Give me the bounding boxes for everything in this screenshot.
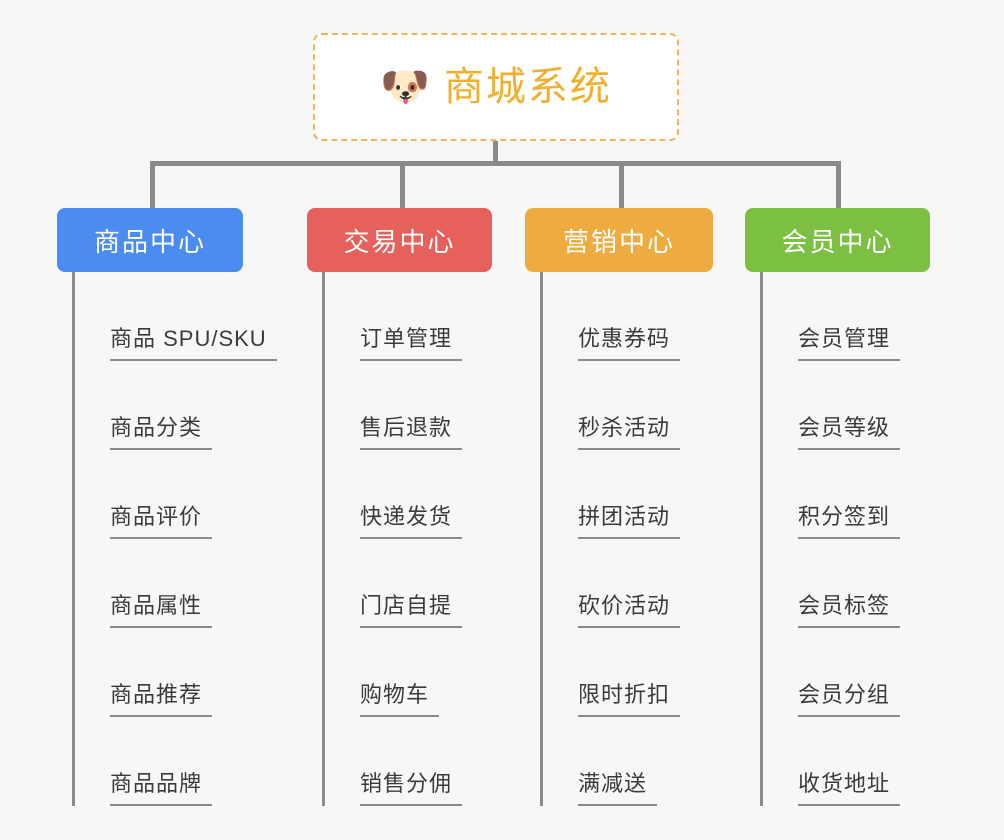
- list-item[interactable]: 满减送: [543, 717, 805, 806]
- root-node[interactable]: 🐶 商城系统: [313, 33, 679, 141]
- leaf-label: 订单管理: [360, 321, 463, 361]
- branch-header-member-center[interactable]: 会员中心: [745, 208, 930, 272]
- leaf-label: 门店自提: [360, 588, 463, 628]
- root-node-label: 商城系统: [443, 65, 612, 109]
- shiba-dog-icon: 🐶: [380, 65, 430, 109]
- list-item[interactable]: 会员分组: [763, 628, 1004, 717]
- list-item[interactable]: 购物车: [325, 628, 587, 717]
- list-item[interactable]: 售后退款: [325, 361, 587, 450]
- list-item[interactable]: 订单管理: [325, 272, 587, 361]
- branch-header-trade-center[interactable]: 交易中心: [307, 208, 492, 272]
- leaf-label: 会员标签: [798, 588, 901, 628]
- connector-horizontal-bus: [150, 161, 841, 166]
- leaf-label: 商品分类: [110, 410, 213, 450]
- list-item[interactable]: 商品推荐: [75, 628, 357, 717]
- leaf-label: 商品推荐: [110, 677, 213, 717]
- branch-header-marketing-center[interactable]: 营销中心: [525, 208, 713, 272]
- list-item[interactable]: 秒杀活动: [543, 361, 805, 450]
- leaf-list-product-center: 商品 SPU/SKU 商品分类 商品评价 商品属性 商品推荐 商品品牌: [72, 272, 357, 806]
- branch-header-label: 营销中心: [562, 226, 675, 257]
- connector-drop-branch-4: [836, 161, 841, 208]
- list-item[interactable]: 优惠券码: [543, 272, 805, 361]
- list-item[interactable]: 商品属性: [75, 539, 357, 628]
- leaf-label: 商品属性: [110, 588, 213, 628]
- leaf-label: 限时折扣: [578, 677, 681, 717]
- leaf-label: 砍价活动: [578, 588, 681, 628]
- leaf-label: 满减送: [578, 766, 658, 806]
- list-item[interactable]: 积分签到: [763, 450, 1004, 539]
- leaf-list-marketing-center: 优惠券码 秒杀活动 拼团活动 砍价活动 限时折扣 满减送: [540, 272, 805, 806]
- list-item[interactable]: 商品 SPU/SKU: [75, 272, 357, 361]
- leaf-label: 拼团活动: [578, 499, 681, 539]
- leaf-label: 快递发货: [360, 499, 463, 539]
- list-item[interactable]: 门店自提: [325, 539, 587, 628]
- leaf-label: 会员分组: [798, 677, 901, 717]
- branch-header-product-center[interactable]: 商品中心: [57, 208, 243, 272]
- list-item[interactable]: 快递发货: [325, 450, 587, 539]
- list-item[interactable]: 商品分类: [75, 361, 357, 450]
- list-item[interactable]: 销售分佣: [325, 717, 587, 806]
- branch-header-label: 交易中心: [343, 226, 456, 257]
- list-item[interactable]: 商品评价: [75, 450, 357, 539]
- connector-drop-branch-3: [619, 161, 624, 208]
- leaf-label: 优惠券码: [578, 321, 681, 361]
- leaf-label: 秒杀活动: [578, 410, 681, 450]
- leaf-label: 收货地址: [798, 766, 901, 806]
- connector-drop-branch-2: [400, 161, 405, 208]
- branch-header-label: 商品中心: [93, 226, 206, 257]
- connector-drop-branch-1: [150, 161, 155, 208]
- list-item[interactable]: 会员标签: [763, 539, 1004, 628]
- list-item[interactable]: 会员管理: [763, 272, 1004, 361]
- leaf-label: 售后退款: [360, 410, 463, 450]
- branch-trade-center: 交易中心 订单管理 售后退款 快递发货 门店自提 购物车 销售分佣: [307, 208, 587, 806]
- leaf-label: 商品评价: [110, 499, 213, 539]
- list-item[interactable]: 收货地址: [763, 717, 1004, 806]
- leaf-label: 商品品牌: [110, 766, 213, 806]
- leaf-label: 销售分佣: [360, 766, 463, 806]
- leaf-label: 购物车: [360, 677, 440, 717]
- list-item[interactable]: 限时折扣: [543, 628, 805, 717]
- branch-header-label: 会员中心: [781, 226, 894, 257]
- list-item[interactable]: 砍价活动: [543, 539, 805, 628]
- branch-product-center: 商品中心 商品 SPU/SKU 商品分类 商品评价 商品属性 商品推荐 商品品牌: [57, 208, 357, 806]
- leaf-label: 积分签到: [798, 499, 901, 539]
- list-item[interactable]: 拼团活动: [543, 450, 805, 539]
- leaf-list-trade-center: 订单管理 售后退款 快递发货 门店自提 购物车 销售分佣: [322, 272, 587, 806]
- list-item[interactable]: 商品品牌: [75, 717, 357, 806]
- leaf-label: 会员等级: [798, 410, 901, 450]
- branch-member-center: 会员中心 会员管理 会员等级 积分签到 会员标签 会员分组 收货地址: [745, 208, 1004, 806]
- leaf-list-member-center: 会员管理 会员等级 积分签到 会员标签 会员分组 收货地址: [760, 272, 1004, 806]
- leaf-label: 商品 SPU/SKU: [110, 321, 277, 361]
- branch-marketing-center: 营销中心 优惠券码 秒杀活动 拼团活动 砍价活动 限时折扣 满减送: [525, 208, 805, 806]
- leaf-label: 会员管理: [798, 321, 901, 361]
- connector-root-stem: [493, 141, 498, 165]
- list-item[interactable]: 会员等级: [763, 361, 1004, 450]
